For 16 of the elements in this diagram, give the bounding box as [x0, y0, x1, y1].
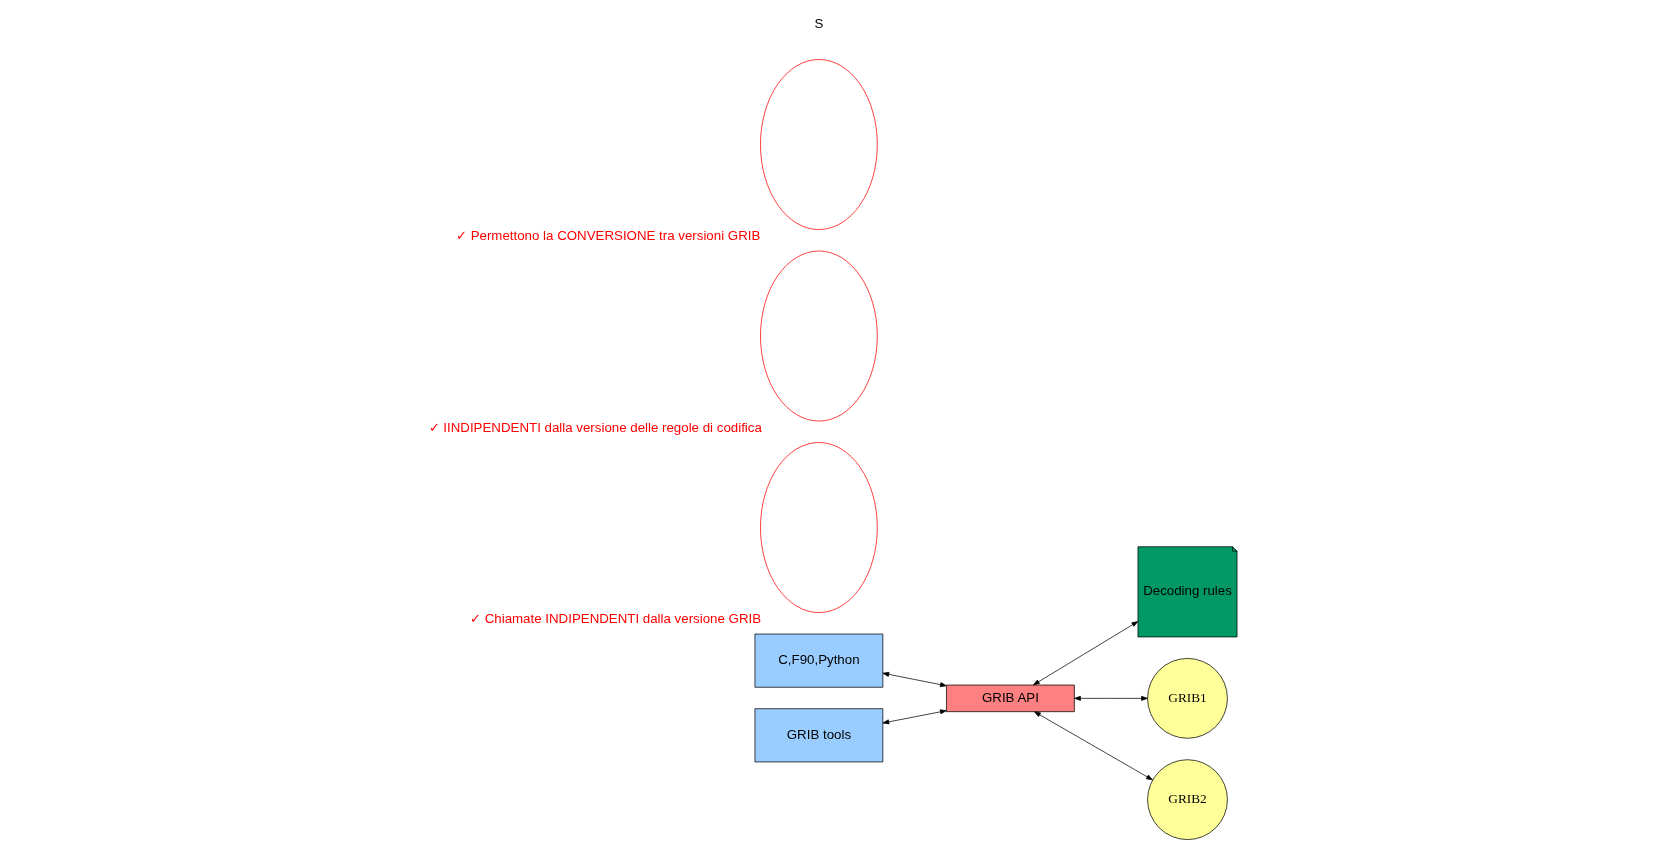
- node-label: ✓ IINDIPENDENTI dalla versione delle regole di codifica: [428, 419, 762, 435]
- arrow: [1034, 711, 1153, 781]
- arrow: [1033, 621, 1139, 686]
- node-circle: GRIB1: [1147, 658, 1228, 739]
- arrow: [882, 709, 947, 725]
- node-box: GRIB API: [946, 684, 1075, 713]
- node-ellipse: [760, 59, 878, 230]
- arrow: [882, 671, 947, 688]
- node-label: ✓ Chiamate INDIPENDENTI dalla versione GRIB: [470, 611, 762, 627]
- node-box: C,F90,Python: [754, 633, 884, 688]
- node-ellipse: [760, 250, 878, 422]
- arrow: [1074, 695, 1148, 701]
- node-box: GRIB tools: [754, 708, 884, 763]
- node-label: ✓ Permettono la CONVERSIONE tra versioni GRIB: [455, 228, 761, 244]
- label: S: [814, 15, 824, 31]
- node-ellipse: [760, 442, 878, 613]
